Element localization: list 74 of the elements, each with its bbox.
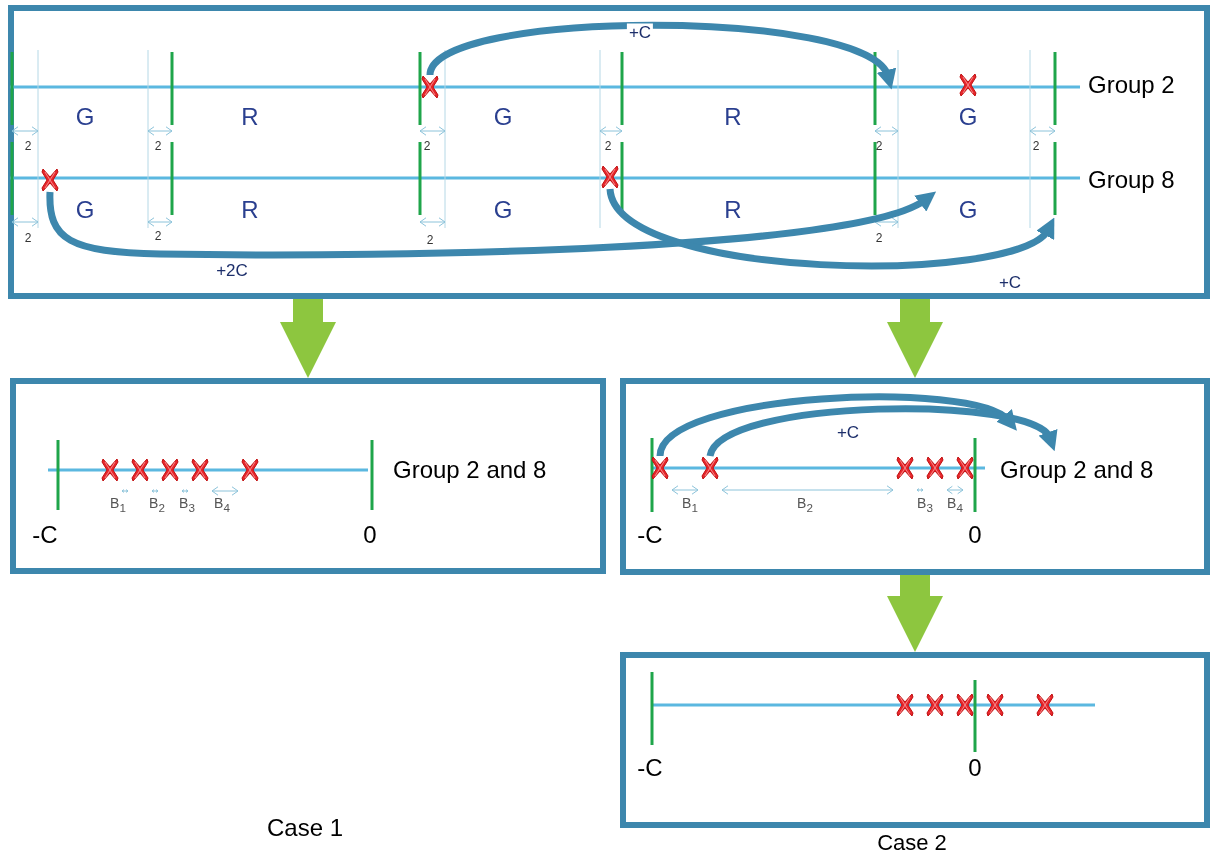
cross-mark bbox=[926, 456, 944, 480]
interval-label: B$_{2}$ bbox=[797, 496, 813, 514]
dimension-value: 2 bbox=[875, 232, 883, 244]
axis-value: 0 bbox=[363, 523, 377, 547]
dimension-value: 2 bbox=[154, 230, 162, 242]
phase-label: R bbox=[724, 198, 742, 222]
phase-label: G bbox=[75, 105, 95, 129]
edge-label: +C bbox=[626, 23, 654, 41]
group-label: Group 2 and 8 bbox=[1000, 458, 1154, 482]
interval-label: B$_{1}$ bbox=[682, 496, 698, 514]
cross-mark bbox=[41, 168, 59, 192]
edge-label: +2C bbox=[214, 261, 250, 279]
cross-mark bbox=[131, 458, 149, 482]
cross-mark bbox=[926, 693, 944, 717]
cross-mark bbox=[191, 458, 209, 482]
interval-label: B$_{3}$ bbox=[179, 496, 195, 514]
phase-label: G bbox=[75, 198, 95, 222]
edge-label: +C bbox=[834, 423, 862, 441]
dimension-value: 2 bbox=[24, 232, 32, 244]
interval-label: B$_{2}$ bbox=[149, 496, 165, 514]
axis-value: -C bbox=[637, 523, 663, 547]
cross-mark bbox=[101, 458, 119, 482]
curved-arrow bbox=[46, 192, 938, 259]
cross-mark bbox=[956, 693, 974, 717]
dimension-value: 2 bbox=[154, 140, 162, 152]
cross-mark bbox=[896, 693, 914, 717]
case-caption: Case 1 bbox=[267, 816, 343, 840]
interval-label: B$_{1}$ bbox=[110, 496, 126, 514]
cross-mark bbox=[1036, 693, 1054, 717]
group-label: Group 2 bbox=[1088, 73, 1175, 97]
phase-label: G bbox=[493, 105, 513, 129]
cross-mark bbox=[896, 456, 914, 480]
dimension-value: 2 bbox=[24, 140, 32, 152]
cross-mark bbox=[986, 693, 1004, 717]
dimension-value: 2 bbox=[875, 140, 883, 152]
cross-mark bbox=[956, 456, 974, 480]
group-label: Group 8 bbox=[1088, 168, 1175, 192]
phase-label: G bbox=[958, 198, 978, 222]
axis-value: 0 bbox=[968, 756, 982, 780]
cross-mark bbox=[959, 73, 977, 97]
phase-label: G bbox=[493, 198, 513, 222]
block-arrow bbox=[887, 299, 943, 378]
axis-value: -C bbox=[637, 756, 663, 780]
cross-mark bbox=[651, 456, 669, 480]
group-label: Group 2 and 8 bbox=[393, 458, 547, 482]
interval-label: B$_{3}$ bbox=[917, 496, 933, 514]
block-arrow bbox=[887, 575, 943, 652]
block-arrow bbox=[280, 299, 336, 378]
cross-mark bbox=[701, 456, 719, 480]
dimension-value: 2 bbox=[423, 140, 431, 152]
interval-label: B$_{4}$ bbox=[947, 496, 963, 514]
dimension-value: 2 bbox=[604, 140, 612, 152]
interval-label: B$_{4}$ bbox=[214, 496, 230, 514]
dimension-value: 2 bbox=[426, 234, 434, 246]
edge-label: +C bbox=[996, 273, 1024, 291]
phase-label: R bbox=[241, 198, 259, 222]
curved-arrow bbox=[426, 21, 897, 87]
cross-mark bbox=[241, 458, 259, 482]
case-caption: Case 2 bbox=[877, 832, 947, 854]
phase-label: G bbox=[958, 105, 978, 129]
panel bbox=[620, 652, 1210, 828]
curved-arrow bbox=[707, 405, 1060, 458]
cross-mark bbox=[161, 458, 179, 482]
curved-arrow bbox=[656, 393, 1020, 458]
panel bbox=[10, 378, 606, 574]
phase-label: R bbox=[724, 105, 742, 129]
panel bbox=[620, 378, 1210, 575]
axis-value: -C bbox=[32, 523, 58, 547]
dimension-value: 2 bbox=[1032, 140, 1040, 152]
cross-mark bbox=[421, 75, 439, 99]
cross-mark bbox=[601, 165, 619, 189]
axis-value: 0 bbox=[968, 523, 982, 547]
phase-label: R bbox=[241, 105, 259, 129]
panel bbox=[8, 5, 1210, 299]
